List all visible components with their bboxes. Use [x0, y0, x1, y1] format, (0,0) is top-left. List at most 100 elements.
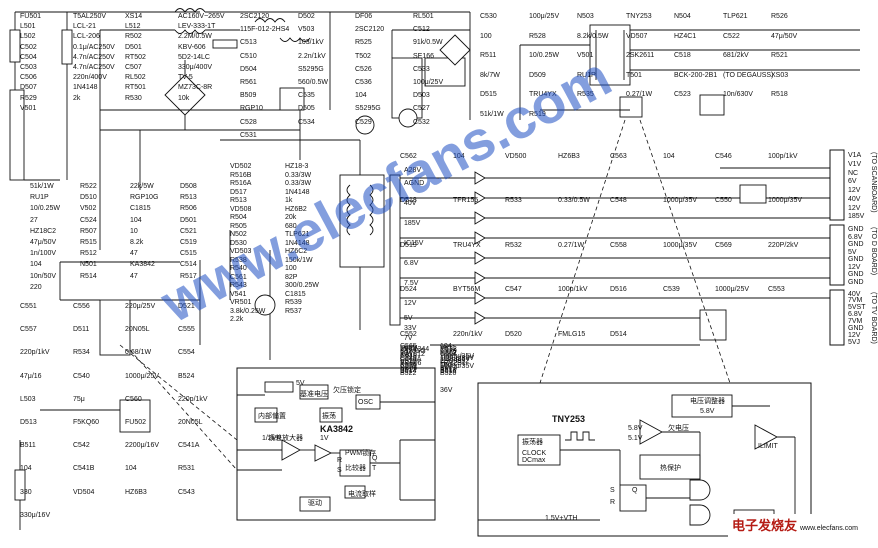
component-label: R516A: [230, 180, 252, 187]
component-label: 10: [130, 228, 138, 235]
ka3842-title: KA3842: [320, 424, 353, 434]
net-label: 6.8V: [404, 260, 419, 267]
ka3842-label: 电流取样: [348, 489, 376, 498]
component-label: T5AL250V: [73, 13, 106, 20]
component-label: D524: [400, 286, 417, 293]
component-label: C504: [20, 54, 37, 61]
component-label: D518: [400, 197, 417, 204]
component-label: B509: [240, 92, 256, 99]
connector-pin-label: 40V: [848, 291, 861, 298]
component-label: D502: [298, 13, 315, 20]
component-label: C1815: [285, 291, 306, 298]
component-label: C562: [400, 153, 417, 160]
net-label: A28V: [404, 167, 421, 174]
component-label: FU501: [20, 13, 41, 20]
component-label: C541B: [73, 465, 95, 472]
component-label: LCL-206: [73, 33, 100, 40]
component-label: 3.8k/0.25W: [230, 308, 266, 315]
component-label: 330: [20, 489, 32, 496]
component-label: L503: [20, 396, 36, 403]
component-label: V511: [440, 345, 456, 352]
component-label: RGP10G: [130, 194, 158, 201]
component-label: 150k/1W: [285, 257, 313, 264]
net-labels: A28VAGND40V185VIC15V6.8V7.5V12V5V33V7VV5…: [404, 167, 424, 352]
component-label: R526: [771, 13, 788, 20]
net-label: 185V: [404, 220, 421, 227]
component-label: V541: [230, 291, 246, 298]
component-label: C512: [413, 26, 430, 33]
component-label: 560/0.5W: [298, 79, 328, 86]
component-label: XS14: [125, 13, 142, 20]
ka3842-label: 1V: [320, 435, 329, 442]
component-label: R513: [180, 194, 197, 201]
component-label: C528: [240, 119, 257, 126]
component-label: B522: [400, 370, 416, 377]
component-label: R537: [285, 308, 302, 315]
transformer-t501: [339, 174, 401, 326]
component-label: VD504: [73, 489, 95, 496]
connector-pin-label: 5VJ: [848, 339, 860, 346]
component-label: D517: [230, 189, 247, 196]
bridge-rectifier: [164, 60, 206, 130]
component-label: 51k/1W: [30, 183, 54, 190]
component-label: C547: [505, 286, 522, 293]
connector-pin-label: GND: [848, 325, 864, 332]
tny253-label: 欠电压: [668, 423, 689, 432]
component-label: 1n/100V: [30, 250, 56, 257]
component-label: HZ6B3: [125, 489, 147, 496]
component-label: 47: [130, 273, 138, 280]
component-label: C560: [125, 396, 142, 403]
tny253-title: TNY253: [552, 414, 585, 424]
component-label: 0.33/0.5W: [558, 197, 590, 204]
component-label: B507: [440, 365, 456, 372]
component-label: N503: [577, 13, 594, 20]
component-label: C502: [20, 44, 37, 51]
component-label: 100: [480, 33, 492, 40]
component-label: 47μ/50V: [771, 33, 798, 40]
component-label: 2SC3852: [440, 358, 469, 365]
tny253-label: 5.8V: [628, 425, 643, 432]
component-label: C536: [355, 79, 372, 86]
component-label: C552: [400, 331, 417, 338]
connector-pin-label: 7VM: [848, 318, 863, 325]
component-label: R521: [771, 52, 788, 59]
component-label: HZ6B2: [285, 206, 307, 213]
component-label: R532: [505, 242, 522, 249]
component-label: R507: [80, 228, 97, 235]
component-label: 100p/1kV: [768, 153, 798, 160]
component-label: 104: [453, 153, 465, 160]
component-label: 330μ/16V: [20, 512, 50, 519]
ka3842-label: 1/2VR: [262, 435, 281, 442]
component-label: 5D2-14LC: [178, 54, 210, 61]
component-label: T501: [626, 72, 642, 79]
net-label: 33V: [404, 325, 417, 332]
pwm-control: [14, 230, 276, 530]
component-label: C513: [240, 39, 257, 46]
component-label: C545A: [400, 356, 422, 363]
component-label: DF06: [355, 13, 372, 20]
ka3842-label: 驱动: [308, 498, 322, 507]
component-label: V502: [80, 205, 96, 212]
component-label: 8.2k/0.5W: [577, 33, 609, 40]
component-label: 100: [285, 265, 297, 272]
component-label: 1000μ/25V: [715, 286, 749, 293]
component-label: 0.27/1W: [626, 91, 652, 98]
corner-logo-cn: 电子发烧友: [732, 518, 797, 533]
connector-pin-label: 185V: [848, 213, 865, 220]
ka3842-block-diagram: [236, 367, 436, 521]
tny253-label: CLOCK: [522, 450, 546, 457]
component-label: C530: [480, 13, 497, 20]
component-label: 1000μ/35V: [663, 242, 697, 249]
corner-logo-bg: [728, 514, 878, 548]
component-label: V510: [400, 358, 416, 365]
tny253-label: Q: [632, 487, 638, 494]
component-label: XS03: [771, 72, 788, 79]
component-label: C534: [298, 119, 315, 126]
component-label: 47: [130, 250, 138, 257]
component-label: T502: [355, 53, 371, 60]
component-label: KA3842: [130, 261, 155, 268]
component-label: D510: [80, 194, 97, 201]
component-label: 300/0.25W: [285, 282, 319, 289]
component-label: R543: [230, 282, 247, 289]
component-label: 330μ/400V: [178, 64, 212, 71]
